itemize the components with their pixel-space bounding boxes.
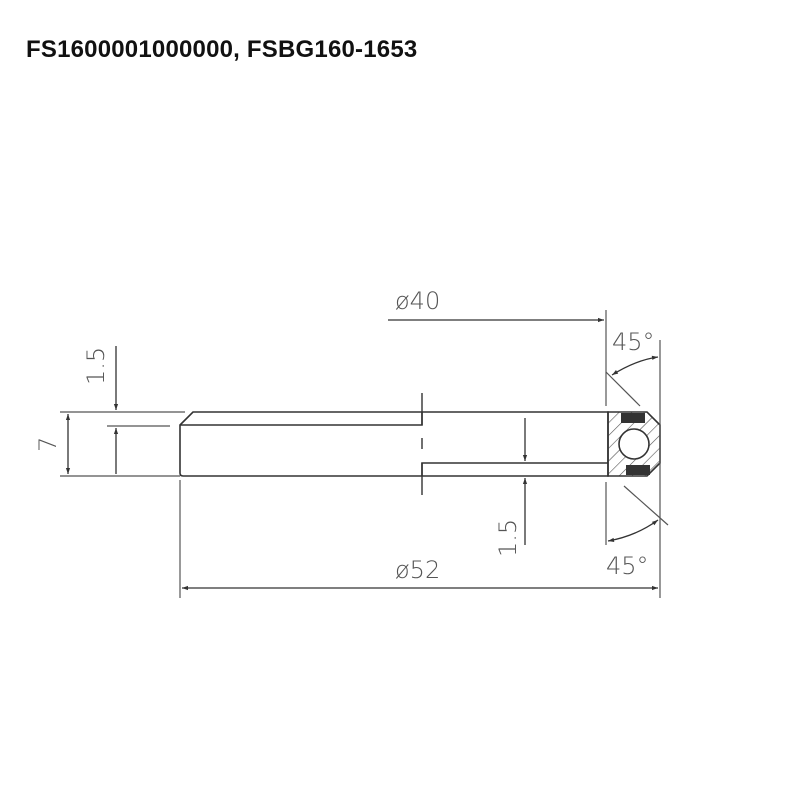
top-angle-label: 45°: [612, 328, 655, 356]
bottom-angle-label: 45°: [606, 552, 649, 580]
inner-diameter-label: ø40: [395, 287, 440, 315]
top-chamfer-label: 1.5: [82, 347, 110, 385]
bearing-body: [179, 411, 609, 477]
ball-bearing-section: [607, 411, 661, 477]
outer-diameter-label: ø52: [395, 556, 440, 584]
page-title: FS1600001000000, FSBG160-1653: [26, 36, 418, 63]
bottom-chamfer-label: 1.5: [494, 519, 522, 557]
height-label: 7: [34, 437, 62, 452]
